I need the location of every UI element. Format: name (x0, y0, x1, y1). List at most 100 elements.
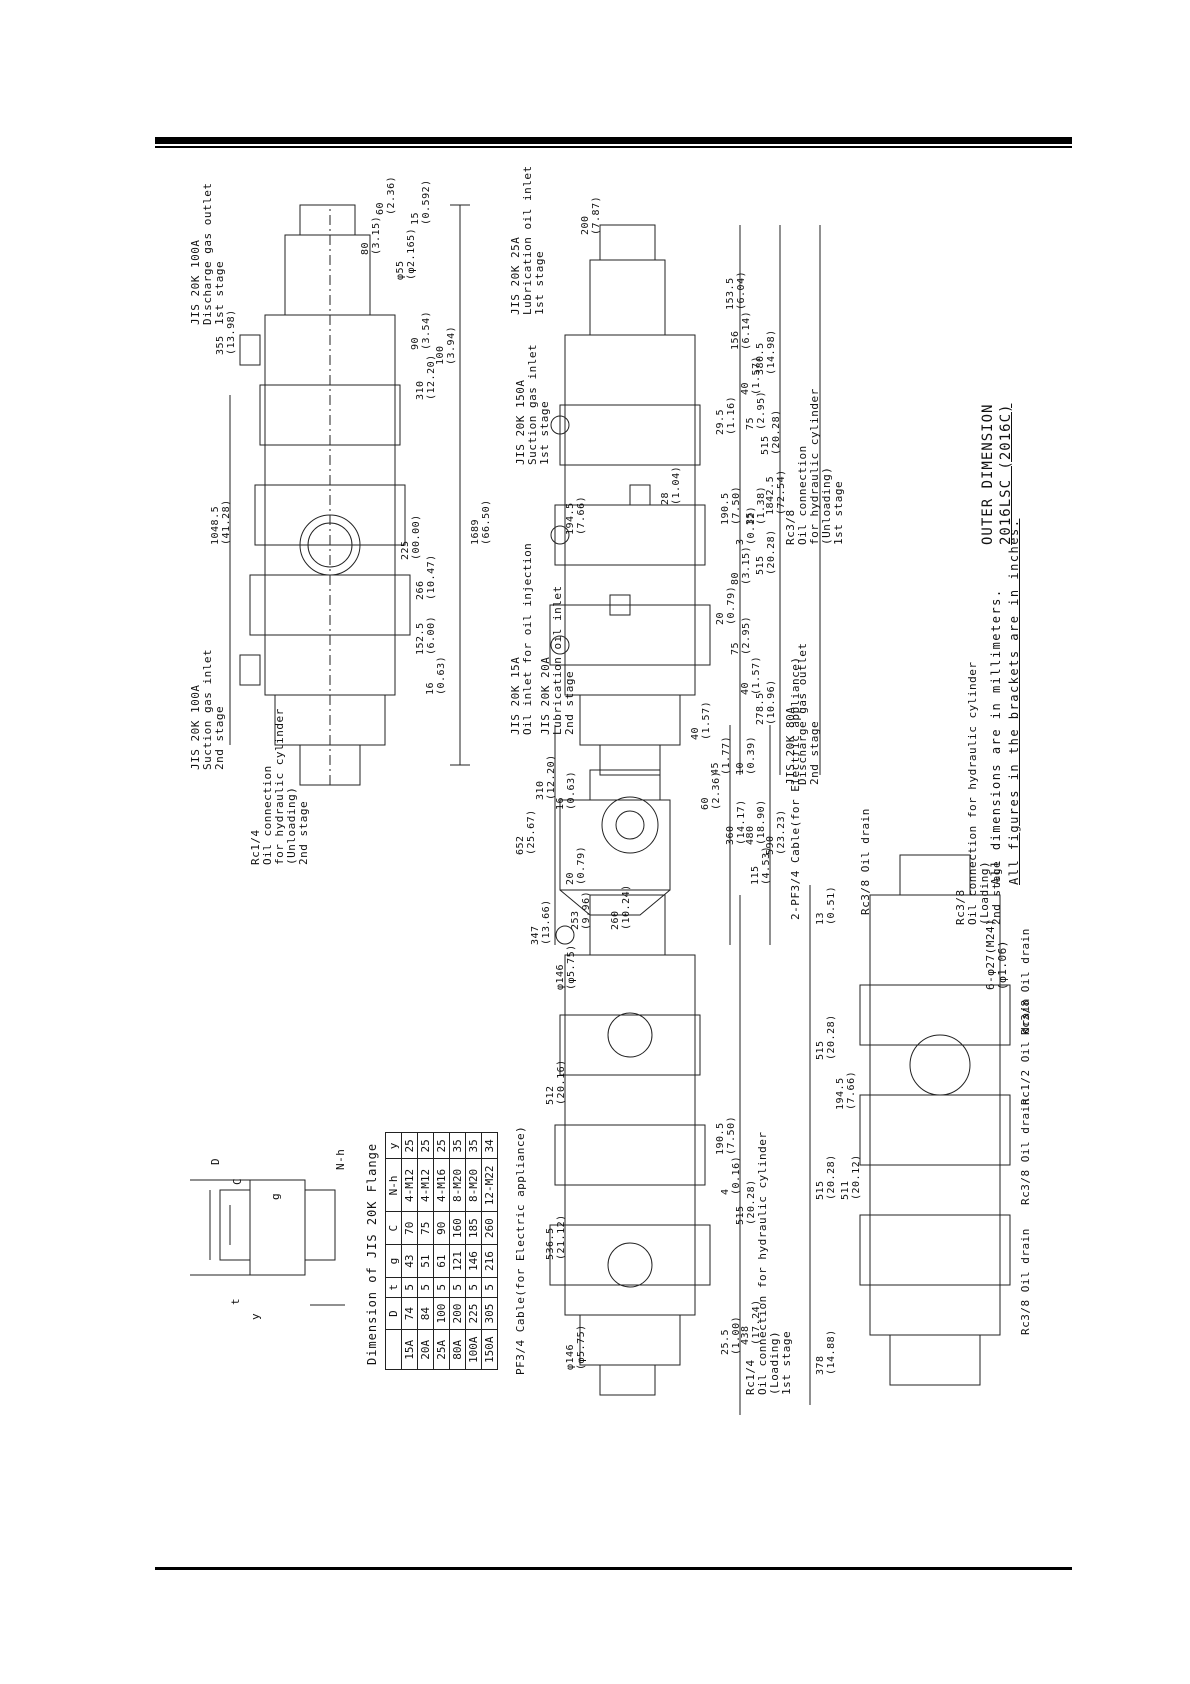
flange-cell: 225 (465, 1297, 482, 1330)
flange-header-cell: C (385, 1211, 402, 1245)
top-dim-60: 60 (2.36) (375, 175, 397, 215)
plan-holes: 6-φ27(M24) (φ1.06) (984, 918, 1009, 990)
flange-cell: 80A (449, 1330, 466, 1370)
flange-cell: 8-M20 (465, 1159, 482, 1212)
side-dim-156: 156 (6.14) (730, 310, 752, 350)
flange-cell: 25 (401, 1132, 418, 1159)
top-dim-16: 16 (0.63) (425, 655, 447, 695)
top-dim-225: 225 (00.00) (400, 514, 422, 560)
top-view-compressor (229, 204, 470, 786)
side-dim-80b: 80 (3.15) (730, 545, 752, 585)
end-dim-20: 20 (0.79) (565, 845, 587, 885)
title-line-1: OUTER DIMENSION (980, 403, 996, 545)
top-dim-80: 80 (3.15) (360, 215, 382, 255)
top-dim-355: 355 (13.98) (215, 309, 237, 355)
bottom-dim-515: 515 (20.28) (735, 1179, 757, 1225)
flange-header-cell: t (385, 1277, 402, 1298)
flange-cell: 200 (449, 1297, 466, 1330)
side-dim-515b: 515 (20.28) (755, 529, 777, 575)
footer-rule (155, 1567, 1072, 1570)
title-line-2: 2016LSC (2016C) (998, 403, 1014, 545)
side-dim-1842: 1842.5 (72.54) (765, 469, 787, 515)
side-oil-inj: JIS 20K 15A Oil inlet for oil injection (509, 542, 534, 735)
flange-cell: 5 (433, 1277, 450, 1298)
flange-header-cell (385, 1330, 402, 1370)
end-dim-45: 45 (1.77) (710, 735, 732, 775)
flange-cell: 75 (417, 1211, 434, 1245)
header-rule (155, 137, 1072, 144)
flange-cell: 25A (433, 1330, 450, 1370)
flange-cell: 5 (401, 1277, 418, 1298)
flange-label-d: D (209, 1157, 222, 1165)
flange-cell: 100 (433, 1297, 450, 1330)
flange-cell: 216 (481, 1244, 498, 1278)
plan-dim-515b: 515 (20.28) (815, 1014, 837, 1060)
flange-cell: 25 (417, 1132, 434, 1159)
side-oil-unl-1st: Rc3/8 Oil connection for hydraulic cylin… (784, 388, 845, 545)
end-dim-480: 480 (18.90) (745, 799, 767, 845)
top-suction-2nd: JIS 20K 100A Suction gas inlet 2nd stage (189, 648, 226, 770)
plan-drain-3: Rc1/2 Oil drain (1019, 998, 1032, 1105)
plan-dim-194: 194.5 (7.66) (835, 1070, 857, 1110)
plan-dim-378: 378 (14.88) (815, 1329, 837, 1375)
end-dim-60: 60 (2.36) (700, 770, 722, 810)
top-dim-266: 266 (10.47) (415, 554, 437, 600)
side-lub-2nd: JIS 20K 20A Lubrication oil inlet 2nd st… (539, 585, 576, 735)
bottom-dim-phi146b: φ146 (φ5.75) (555, 944, 577, 990)
bottom-oil-load: Rc1/4 Oil connection for hydraulic cylin… (744, 1131, 793, 1395)
note-inches: All figures in the brackets are in inche… (1007, 518, 1021, 885)
side-suction-1st: JIS 20K 150A Suction gas inlet 1st stage (514, 343, 551, 465)
flange-header-cell: D (385, 1297, 402, 1330)
flange-table-title: Dimension of JIS 20K Flange (365, 1142, 379, 1365)
flange-cell: 4-M12 (401, 1159, 418, 1212)
side-dim-194: 194.5 (7.66) (565, 495, 587, 535)
flange-cell: 260 (481, 1211, 498, 1245)
plan-dim-13: 13 (0.51) (815, 885, 837, 925)
flange-cell: 70 (401, 1211, 418, 1245)
end-dim-310: 310 (12.20) (535, 754, 557, 800)
side-dim-515a: 515 (20.28) (760, 409, 782, 455)
flange-cell: 5 (417, 1277, 434, 1298)
flange-cell: 15A (401, 1330, 418, 1370)
plan-drain-1: Rc3/8 Oil drain (859, 808, 872, 915)
side-dim-75b: 75 (2.95) (730, 615, 752, 655)
flange-cell: 5 (465, 1277, 482, 1298)
bottom-cable: PF3/4 Cable(for Electric appliance) (514, 1125, 527, 1375)
bottom-dim-438: 438 (17.24) (740, 1299, 762, 1345)
top-dim-100: 100 (3.94) (435, 325, 457, 365)
header-rule-thin (155, 146, 1072, 148)
flange-label-nh: N-h (334, 1148, 347, 1170)
note-mm: All dimensions are in millimeters. (989, 588, 1003, 885)
bottom-dim-536: 536.5 (21.12) (545, 1214, 567, 1260)
side-view-compressor (549, 224, 821, 776)
end-cable: 2-PF3/4 Cable(for Electric appliance) (789, 656, 802, 920)
flange-sketch (190, 1179, 345, 1306)
flange-label-y: y (249, 1312, 262, 1320)
drawing-lines (190, 204, 1011, 1415)
flange-header-cell: g (385, 1244, 402, 1278)
flange-cell: 12-M22 (481, 1159, 498, 1212)
end-dim-360: 360 (14.17) (725, 799, 747, 845)
flange-cell: 305 (481, 1297, 498, 1330)
end-dim-10: 10 (0.39) (735, 735, 757, 775)
side-dim-29: 29.5 (1.16) (715, 395, 737, 435)
side-dim-35: 35 (1.38) (745, 485, 767, 525)
side-dim-200: 200 (7.87) (580, 195, 602, 235)
plan-view-compressor (809, 854, 1011, 1405)
plan-drain-5: Rc3/8 Oil drain (1019, 1228, 1032, 1335)
flange-header-cell: N-h (385, 1159, 402, 1212)
flange-cell: 121 (449, 1244, 466, 1278)
flange-cell: 35 (465, 1132, 482, 1159)
flange-cell: 43 (401, 1244, 418, 1278)
top-dim-152: 152.5 (6.00) (415, 615, 437, 655)
flange-cell: 74 (401, 1297, 418, 1330)
flange-cell: 8-M20 (449, 1159, 466, 1212)
side-dim-28: 28 (1.04) (660, 465, 682, 505)
flange-cell: 5 (449, 1277, 466, 1298)
end-dim-253: 253 (9.96) (570, 890, 592, 930)
end-dim-115: 115 (4.53) (750, 845, 772, 885)
